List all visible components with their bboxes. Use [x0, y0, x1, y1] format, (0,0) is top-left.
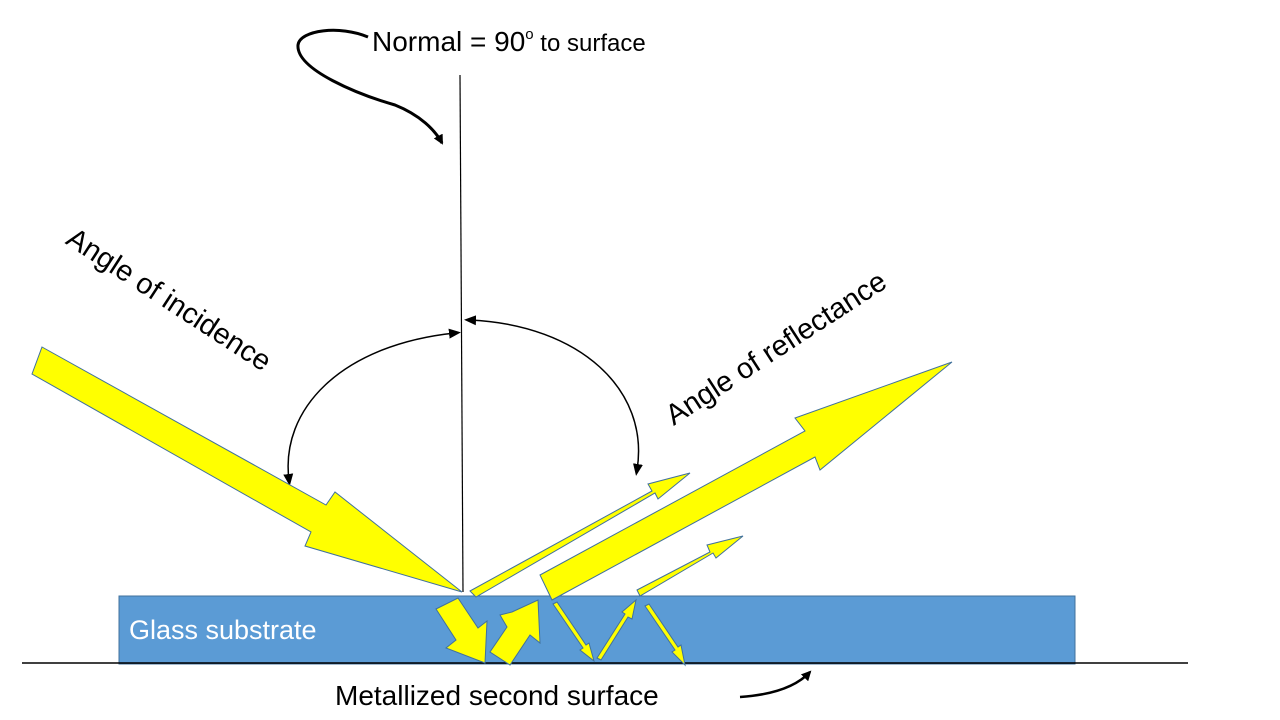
metallized-callout-arrow — [739, 670, 812, 699]
normal-line — [459, 74, 464, 593]
normal-label: Normal = 90o to surface — [372, 26, 646, 58]
glass-substrate — [118, 595, 1076, 665]
degree-symbol: o — [525, 26, 534, 43]
normal-callout-arrow — [296, 28, 444, 145]
normal-label-prefix: Normal = 90 — [372, 26, 526, 57]
incident-ray-arrow — [31, 346, 463, 593]
surface-reflection-arrow — [469, 472, 691, 598]
secondary-reflection-arrow — [636, 535, 744, 597]
internal-down-arrow-1 — [552, 601, 595, 663]
reflectance-angle-arc — [464, 315, 643, 476]
internal-down-arrow-2 — [644, 603, 686, 667]
reflected-ray-arrow — [539, 361, 953, 601]
internal-up-arrow — [596, 598, 637, 661]
refracted-down-arrow — [435, 597, 488, 664]
normal-label-suffix: to surface — [533, 30, 646, 57]
refracted-up-arrow — [489, 599, 541, 666]
glass-substrate-label: Glass substrate — [129, 615, 317, 645]
incidence-angle-arc — [283, 328, 461, 486]
metallized-surface-label: Metallized second surface — [335, 680, 659, 711]
